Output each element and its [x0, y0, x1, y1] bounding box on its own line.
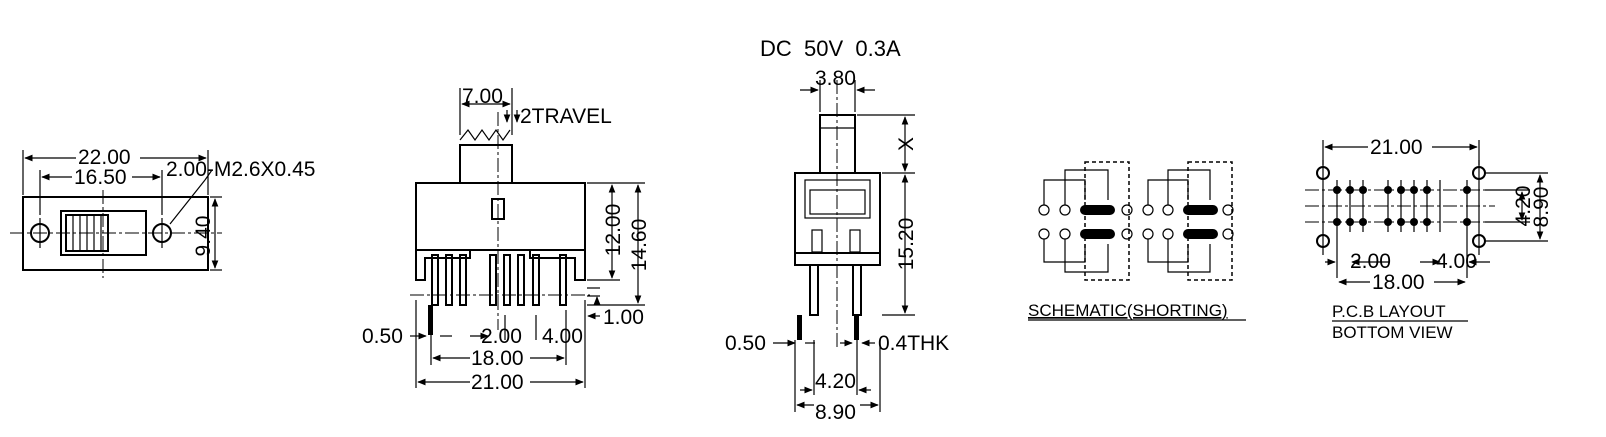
dim-8-90: 8.90 — [815, 401, 856, 424]
top-view: 22.00 16.50 2.00-M2.6X0.45 9.40 — [10, 146, 315, 278]
dim-x: X — [895, 137, 918, 151]
front-view: 7.00 2TRAVEL 12.00 14.60 1.00 0.50 2.00 … — [362, 85, 651, 394]
pcb-dim-2-00: 2.00 — [1350, 250, 1391, 273]
pcb-dim-8-90: 8.90 — [1530, 187, 1553, 228]
pcb-dim-4-20: 4.20 — [1512, 186, 1535, 227]
dim-14-60: 14.60 — [628, 219, 651, 272]
schematic-block-left — [1038, 161, 1133, 281]
side-view: 3.80 X 15.20 0.50 0.4THK 4.20 8.90 — [725, 67, 949, 424]
rating-label: DC 50V 0.3A — [760, 36, 901, 61]
slider-window — [60, 210, 147, 256]
mount-hole-callout: 2.00-M2.6X0.45 — [166, 158, 315, 181]
dim-15-20: 15.20 — [895, 218, 918, 271]
front-body — [415, 182, 586, 251]
dim-9-40: 9.40 — [192, 216, 215, 257]
pcb-layout: 21.00 4.20 8.90 2.00 4.00 18.00 P.C.B LA… — [1305, 136, 1553, 342]
dim-4-00-front: 4.00 — [542, 325, 583, 348]
schematic-caption: SCHEMATIC(SHORTING) — [1028, 301, 1228, 320]
dim-4-20-side: 4.20 — [815, 370, 856, 393]
pcb-caption-bottom-view: BOTTOM VIEW — [1332, 323, 1453, 342]
dim-0-50-front: 0.50 — [362, 325, 403, 348]
side-body — [794, 172, 881, 254]
pcb-caption: P.C.B LAYOUT — [1332, 302, 1446, 321]
dim-22-00: 22.00 — [78, 146, 131, 169]
dim-1-00: 1.00 — [603, 306, 644, 329]
schematic-block-right — [1142, 161, 1234, 281]
dim-2-00-front: 2.00 — [481, 325, 522, 348]
dim-0-50-side: 0.50 — [725, 332, 766, 355]
dim-12-00: 12.00 — [602, 204, 625, 257]
pcb-dim-21-00: 21.00 — [1370, 136, 1423, 159]
pcb-pads — [1333, 180, 1471, 232]
dim-21-00-front: 21.00 — [471, 371, 524, 394]
pcb-dim-18-00: 18.00 — [1372, 271, 1425, 294]
thickness-label: 0.4THK — [878, 332, 949, 355]
dim-3-80: 3.80 — [815, 67, 856, 90]
dim-7-00: 7.00 — [462, 85, 503, 108]
pcb-mount-holes — [1316, 160, 1486, 255]
travel-label: 2TRAVEL — [520, 105, 612, 128]
dim-18-00-front: 18.00 — [471, 347, 524, 370]
front-pins — [431, 254, 567, 306]
dim-16-50: 16.50 — [74, 166, 127, 189]
pcb-dim-4-00: 4.00 — [1436, 250, 1477, 273]
schematic: SCHEMATIC(SHORTING) — [1028, 161, 1246, 321]
